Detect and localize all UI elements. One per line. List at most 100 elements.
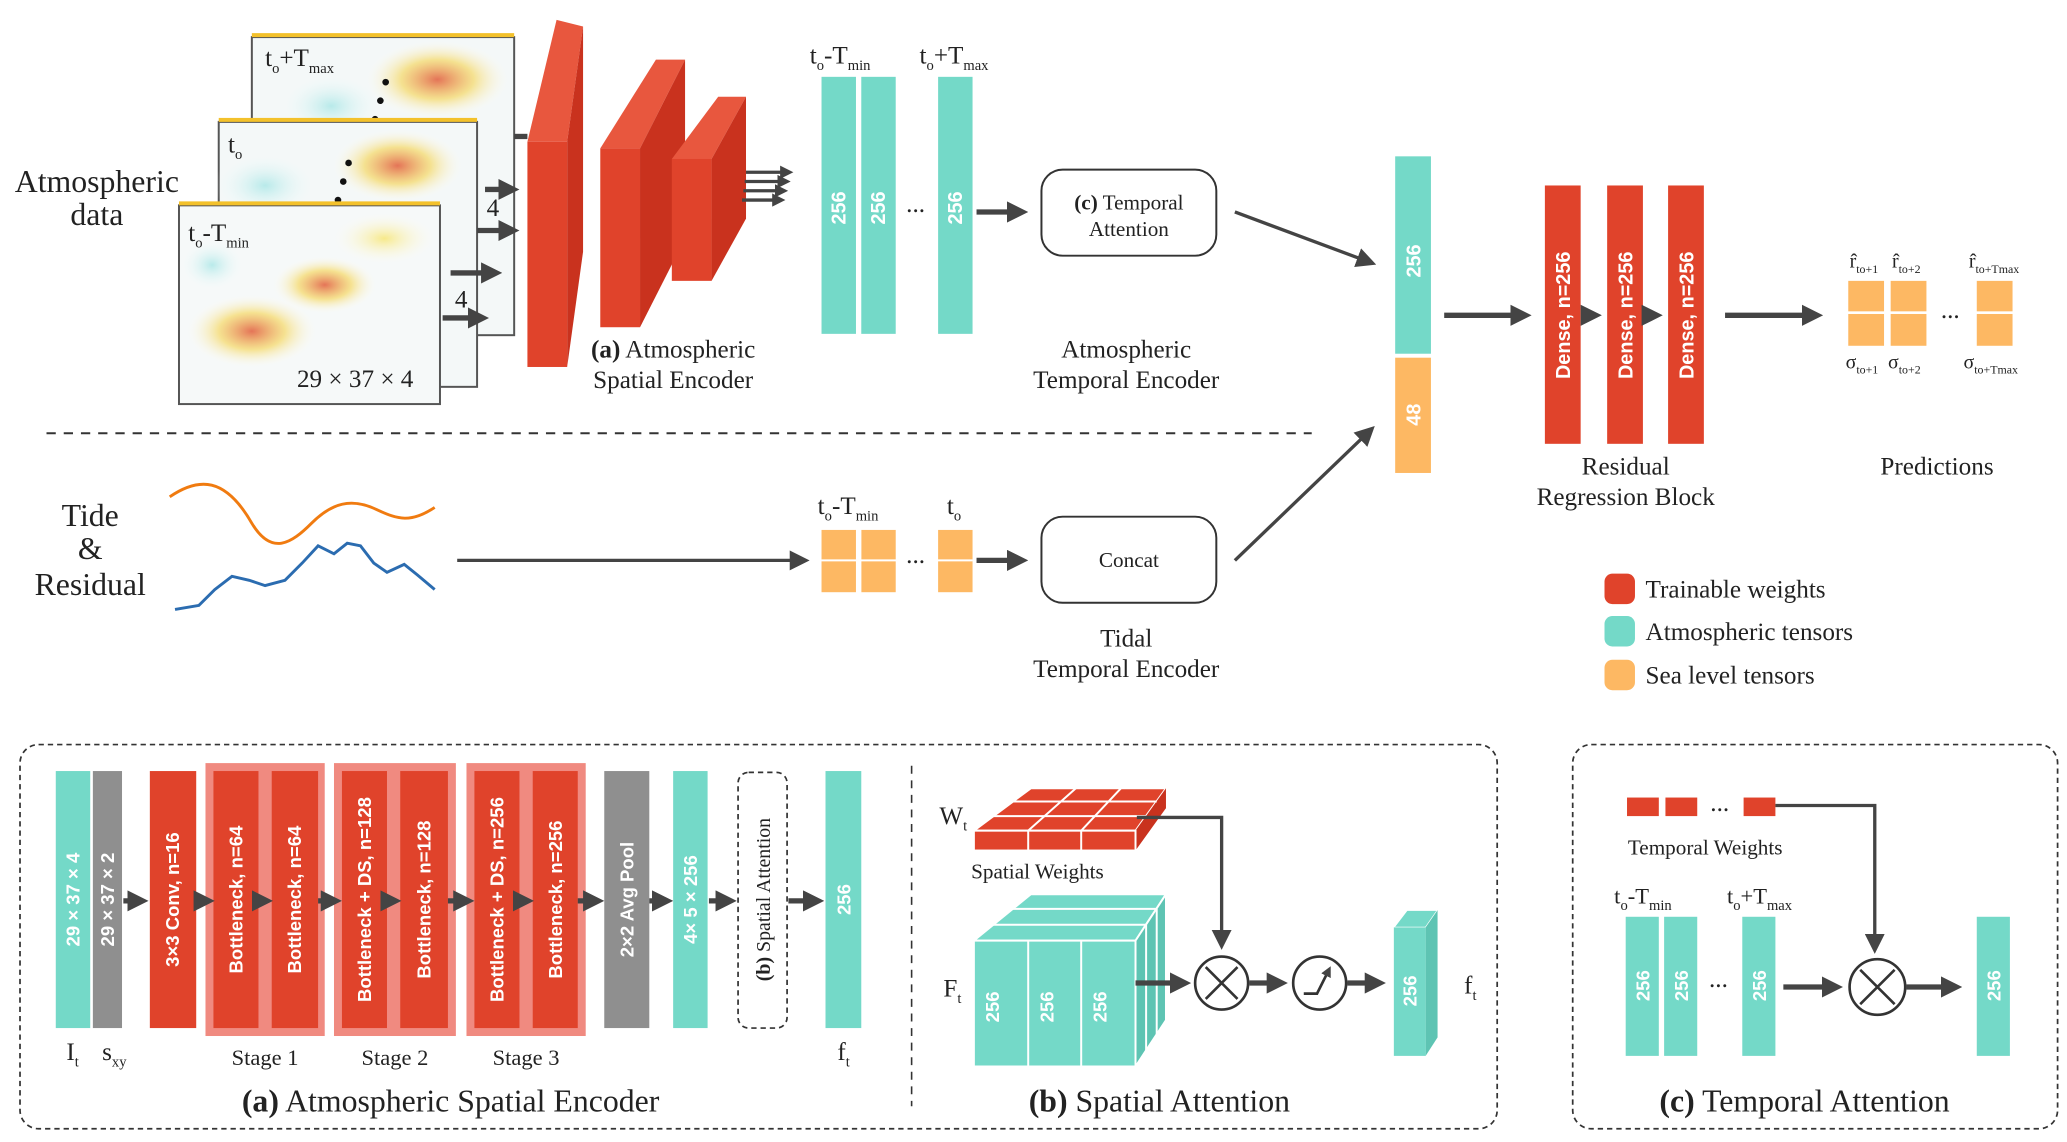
svg-text:2×2 Avg Pool: 2×2 Avg Pool [616,842,637,958]
svg-text:(c) Temporal: (c) Temporal [1074,190,1183,214]
svg-text:to: to [947,493,961,525]
svg-text:Tide: Tide [62,498,119,533]
panel-b-title: (b) Spatial Attention [1029,1084,1290,1119]
svg-text:256: 256 [834,884,855,915]
svg-text:...: ... [1710,790,1729,817]
frame-dims: 29 × 37 × 4 [297,366,414,393]
svg-text:Concat: Concat [1099,548,1159,572]
svg-text:256: 256 [1036,991,1057,1022]
tidal-temporal-encoder-label: Tidal Temporal Encoder [1033,626,1220,683]
svg-text:Atmospheric tensors: Atmospheric tensors [1646,619,1854,646]
svg-text:to-Tmin: to-Tmin [810,43,871,75]
predictions: ... r̂to+1 r̂to+2 r̂to+Tmax σto+1 σto+2 … [1846,251,2020,481]
activation-icon [1291,955,1348,1011]
svg-text:Atmospheric: Atmospheric [1061,337,1191,364]
atmospheric-data-label: Atmospheric data [15,164,179,232]
svg-text:σto+Tmax: σto+Tmax [1964,351,2019,376]
svg-text:to+Tmax: to+Tmax [265,45,335,77]
svg-text:Trainable weights: Trainable weights [1646,576,1826,603]
svg-text:Sea level tensors: Sea level tensors [1646,663,1815,690]
encoder-labels: It sxy Stage 1 Stage 2 Stage 3 ft (a) At… [66,1039,849,1119]
svg-text:Stage 1: Stage 1 [232,1045,299,1070]
legend: Trainable weights Atmospheric tensors Se… [1604,573,1854,691]
svg-text:to: to [228,131,242,163]
atmospheric-tensor-sequence: to-Tmin to+Tmax 256 256 256 ... [810,43,989,334]
arrow [1234,210,1377,268]
svg-text:Dense, n=256: Dense, n=256 [1615,252,1637,380]
panel-ab-border [19,743,1499,1130]
svg-text:Residual: Residual [1582,453,1670,480]
legend-swatch-atmospheric [1604,616,1635,647]
svg-text:Stage 2: Stage 2 [361,1045,428,1070]
spatial-encoder-blocks [527,19,747,367]
svg-text:σto+1: σto+1 [1846,351,1879,376]
svg-text:Bottleneck, n=256: Bottleneck, n=256 [545,821,566,979]
channel-count: 4 [455,286,468,313]
svg-text:(a) Atmospheric: (a) Atmospheric [591,337,755,364]
temporal-attention-box: (c) Temporal Attention [1040,168,1218,257]
atmospheric-frame-tmin: to-Tmin 29 × 37 × 4 [177,201,441,406]
svg-text:(b) Spatial Attention: (b) Spatial Attention [753,818,775,981]
svg-text:Spatial Weights: Spatial Weights [971,859,1104,883]
tide-curve [168,482,436,545]
svg-text:Spatial Encoder: Spatial Encoder [593,367,754,394]
residual-curve [174,541,436,611]
frame-arrows [442,133,528,329]
svg-text:Residual: Residual [35,567,146,602]
spatial-attention: Wt Spatial Weights Ft 256 256 256 [939,787,1477,1119]
spatial-weights-grid [970,787,1168,852]
svg-text:256: 256 [868,191,890,224]
svg-text:Regression Block: Regression Block [1537,484,1716,511]
svg-text:to-Tmin: to-Tmin [188,220,249,252]
svg-text:...: ... [906,542,925,569]
svg-text:256: 256 [1749,970,1770,1001]
panel-c-title: (c) Temporal Attention [1659,1084,1949,1119]
svg-text:Dense, n=256: Dense, n=256 [1553,252,1575,380]
svg-text:data: data [70,197,123,232]
svg-text:Bottleneck + DS, n=256: Bottleneck + DS, n=256 [487,797,508,1002]
residual-regression-block: Dense, n=256 Dense, n=256 Dense, n=256 R… [1537,185,1716,511]
panel-c-border [1571,743,2059,1130]
svg-text:Temporal Weights: Temporal Weights [1628,836,1783,860]
svg-text:...: ... [1941,297,1960,324]
svg-text:r̂to+1: r̂to+1 [1850,251,1879,276]
sea-level-tensor-sequence: to-Tmin to ... [818,493,973,593]
svg-text:256: 256 [982,991,1003,1022]
svg-text:Bottleneck, n=64: Bottleneck, n=64 [284,825,305,973]
channel-count: 4 [487,195,500,222]
svg-text:ft: ft [837,1039,849,1071]
concatenated-tensor: 256 48 [1395,156,1431,473]
svg-text:r̂to+2: r̂to+2 [1892,251,1921,276]
legend-swatch-trainable [1604,573,1635,605]
svg-text:Temporal Encoder: Temporal Encoder [1033,367,1220,394]
svg-text:Ft: Ft [943,975,961,1007]
svg-text:Bottleneck, n=64: Bottleneck, n=64 [226,825,247,973]
svg-text:&: & [78,531,103,566]
legend-swatch-sea-level [1604,659,1635,691]
multiply-icon [1193,955,1250,1011]
svg-text:σto+2: σto+2 [1888,351,1921,376]
svg-text:48: 48 [1403,404,1425,426]
svg-text:4× 5 × 256: 4× 5 × 256 [680,855,701,944]
concat-box: Concat [1040,515,1218,604]
svg-text:to+Tmax: to+Tmax [920,43,990,75]
svg-text:It: It [66,1039,78,1071]
tide-label: Tide & Residual [35,498,146,602]
svg-text:29 × 37 × 4: 29 × 37 × 4 [63,852,84,946]
svg-text:256: 256 [828,191,850,224]
svg-text:Predictions: Predictions [1880,453,1993,480]
svg-text:Bottleneck, n=128: Bottleneck, n=128 [414,821,435,979]
svg-text:256: 256 [1403,244,1425,277]
svg-text:Wt: Wt [939,803,967,835]
svg-text:256: 256 [1633,970,1654,1001]
svg-text:to+Tmax: to+Tmax [1727,884,1793,915]
svg-text:Stage 3: Stage 3 [493,1045,560,1070]
svg-text:256: 256 [1399,976,1420,1007]
svg-text:Tidal: Tidal [1100,626,1152,653]
svg-text:r̂to+Tmax: r̂to+Tmax [1969,251,2019,276]
multiply-icon [1848,957,1907,1017]
svg-text:Temporal Encoder: Temporal Encoder [1033,656,1220,683]
svg-text:Bottleneck + DS, n=128: Bottleneck + DS, n=128 [354,797,375,1002]
spatial-attention-output: 256 [1392,909,1439,1056]
